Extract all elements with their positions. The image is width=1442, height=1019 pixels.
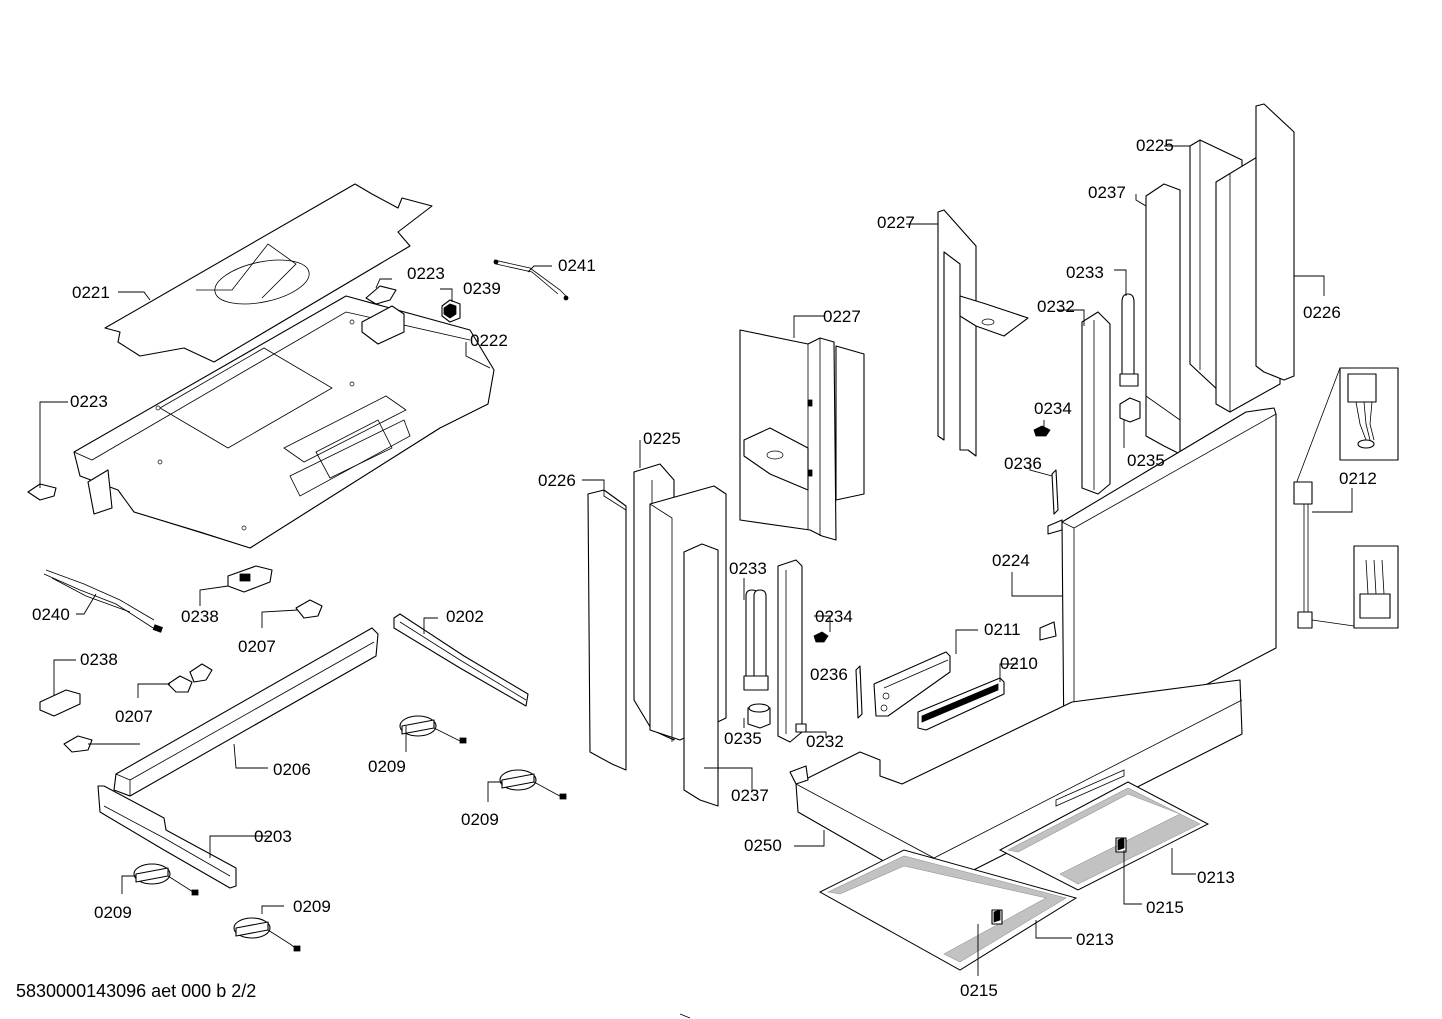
part-0226-side-panel-right xyxy=(1255,103,1295,381)
callout-0215: 0215 xyxy=(1146,898,1184,917)
callout-0213: 0213 xyxy=(1197,868,1235,887)
part-0226-side-panel-left xyxy=(587,489,627,771)
part-0238-switch-box-b xyxy=(39,689,81,717)
callout-0237: 0237 xyxy=(731,786,769,805)
part-0236-clip-right xyxy=(1051,469,1059,515)
part-0222-housing xyxy=(73,295,495,549)
callout-0207: 0207 xyxy=(115,707,153,726)
callout-0209: 0209 xyxy=(368,757,406,776)
callout-0232: 0232 xyxy=(806,732,844,751)
part-0209-knob-b xyxy=(499,769,567,800)
part-0233-lamp-left xyxy=(743,589,769,691)
part-0234-socket-left xyxy=(813,631,829,643)
part-0223-bracket-b xyxy=(27,483,57,501)
callout-0236: 0236 xyxy=(1004,454,1042,473)
callout-0234: 0234 xyxy=(1034,399,1072,418)
callout-labels: 0221 0223 0239 0241 0222 0223 0240 0238 … xyxy=(32,136,1377,1000)
part-0212-wiring-harness xyxy=(1293,367,1399,629)
callout-0250: 0250 xyxy=(744,836,782,855)
callout-0238: 0238 xyxy=(181,607,219,626)
callout-0241: 0241 xyxy=(558,256,596,275)
part-0206-front-panel xyxy=(113,627,379,797)
part-0240-cable-harness xyxy=(43,569,163,633)
callout-0227: 0227 xyxy=(823,307,861,326)
callout-0233: 0233 xyxy=(729,559,767,578)
part-0209-knob-d xyxy=(233,917,301,952)
part-0207-clip-a xyxy=(295,599,323,619)
part-0210-light-diffuser xyxy=(917,677,1005,731)
callout-0236: 0236 xyxy=(810,665,848,684)
callout-0209: 0209 xyxy=(293,897,331,916)
part-0207-clip-c xyxy=(63,735,93,753)
callout-0211: 0211 xyxy=(984,620,1021,639)
callout-0234: 0234 xyxy=(815,607,853,626)
callout-0222: 0222 xyxy=(470,331,508,350)
part-0211-bracket xyxy=(873,651,951,717)
callout-0210: 0210 xyxy=(1000,654,1038,673)
part-0234-socket-right xyxy=(1033,425,1051,437)
part-0223-bracket-a xyxy=(365,285,397,305)
callout-0203: 0203 xyxy=(254,827,292,846)
callout-0213: 0213 xyxy=(1076,930,1114,949)
part-0232-lamp-holder-right xyxy=(1081,311,1111,495)
part-0202-rail xyxy=(393,613,529,707)
callout-0212: 0212 xyxy=(1339,469,1377,488)
callout-0235: 0235 xyxy=(724,729,762,748)
callout-0225: 0225 xyxy=(1136,136,1174,155)
callout-0223: 0223 xyxy=(70,392,108,411)
part-0236-clip-left xyxy=(855,665,863,719)
part-0239-connector xyxy=(441,299,461,323)
part-0207-clip-b xyxy=(167,663,213,693)
part-0237-strip-left xyxy=(683,543,719,807)
callout-0235: 0235 xyxy=(1127,451,1165,470)
leader-lines xyxy=(39,145,1353,976)
part-0233-lamp-right xyxy=(1119,293,1139,387)
part-0203-lower-panel xyxy=(97,785,237,889)
callout-0226: 0226 xyxy=(1303,303,1341,322)
callout-0207: 0207 xyxy=(238,637,276,656)
part-0237-strip-right xyxy=(1145,183,1181,455)
callout-0202: 0202 xyxy=(446,607,484,626)
callout-0209: 0209 xyxy=(461,810,499,829)
part-0221-cover-plate xyxy=(104,183,433,363)
callout-0221: 0221 xyxy=(72,283,110,302)
part-0227-box-panel xyxy=(739,329,865,541)
part-0209-knob-c xyxy=(133,863,199,896)
part-0235-starter-right xyxy=(1119,397,1141,423)
document-reference: 5830000143096 aet 000 b 2/2 xyxy=(16,981,257,1001)
part-0235-starter-left xyxy=(747,703,771,729)
part-0209-knob-a xyxy=(399,715,467,744)
part-0215-filter-handle-right xyxy=(1117,837,1125,851)
callout-0238: 0238 xyxy=(80,650,118,669)
callout-0224: 0224 xyxy=(992,551,1030,570)
page-mark xyxy=(679,1013,691,1019)
callout-0209: 0209 xyxy=(94,903,132,922)
part-0227-tall-bracket xyxy=(937,209,1029,457)
callout-0237: 0237 xyxy=(1088,183,1126,202)
part-0232-lamp-holder-left xyxy=(777,559,807,743)
callout-0232: 0232 xyxy=(1037,297,1075,316)
callout-0233: 0233 xyxy=(1066,263,1104,282)
callout-0227: 0227 xyxy=(877,213,915,232)
callout-0215: 0215 xyxy=(960,981,998,1000)
callout-0225: 0225 xyxy=(643,429,681,448)
callout-0226: 0226 xyxy=(538,471,576,490)
callout-0223: 0223 xyxy=(407,264,445,283)
part-0215-filter-handle-left xyxy=(993,909,1001,923)
callout-0239: 0239 xyxy=(463,279,501,298)
part-0238-switch-box-a xyxy=(227,565,273,593)
callout-0206: 0206 xyxy=(273,760,311,779)
callout-0240: 0240 xyxy=(32,605,70,624)
part-0241-cable xyxy=(493,259,569,301)
